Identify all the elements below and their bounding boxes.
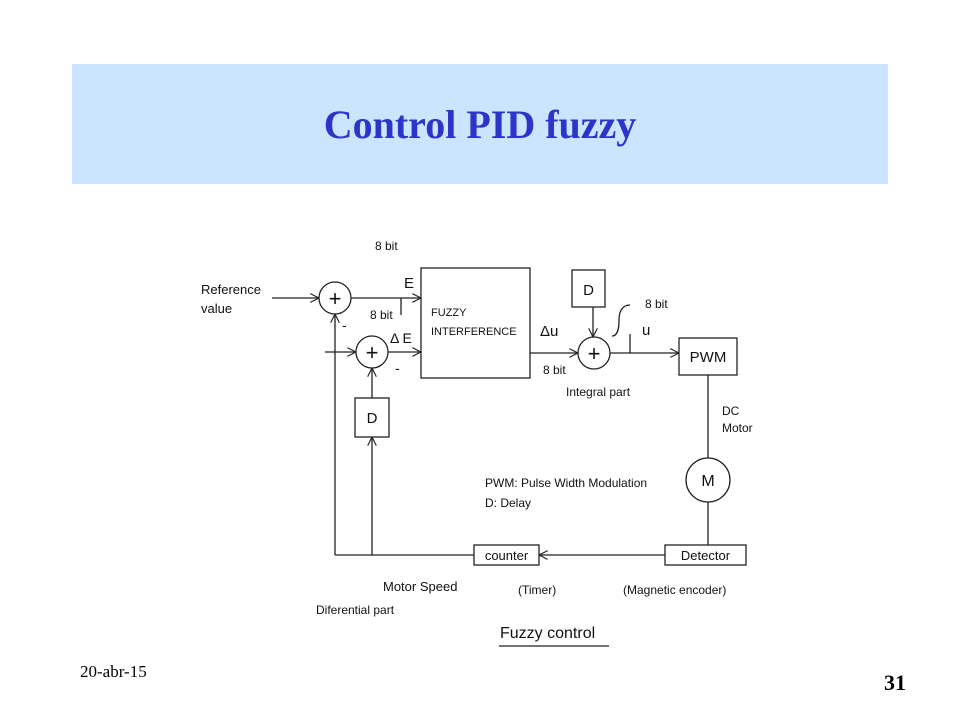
motor-block — [685, 457, 731, 503]
dc-motor-label-line1: DC — [722, 404, 740, 418]
bit-label-u: 8 bit — [645, 297, 668, 311]
sum-junction-1-symbol: + — [329, 286, 342, 311]
delay-block-differential — [354, 397, 390, 438]
slide-date: 20-abr-15 — [80, 662, 147, 681]
error-label: E — [404, 275, 414, 292]
delay-block-differential-label: D — [367, 410, 378, 427]
minus-sign-feedback: - — [342, 317, 347, 333]
detector-block-label: Detector — [681, 548, 731, 563]
detector-block — [664, 544, 747, 566]
sum-junction-3 — [577, 336, 611, 370]
bit-label-mid: 8 bit — [370, 308, 393, 322]
delay-block-integral-label: D — [583, 282, 594, 299]
delta-u-label: Δu — [540, 323, 558, 340]
bit-label-top: 8 bit — [375, 239, 398, 253]
bit-label-out: 8 bit — [543, 363, 566, 377]
sum-junction-2 — [355, 335, 389, 369]
fuzzy-interference-block — [420, 267, 531, 379]
differential-part-label: Diferential part — [316, 603, 395, 617]
delta-error-label: Δ E — [390, 330, 412, 346]
motor-block-label: M — [701, 473, 714, 490]
fuzzy-block-line1: FUZZY — [431, 307, 467, 319]
reference-value-label-line1: Reference — [201, 282, 261, 297]
counter-block-label: counter — [485, 548, 529, 563]
minus-sign-delay: - — [395, 360, 400, 376]
pwm-block-label: PWM — [690, 349, 727, 366]
slide-title: Control PID fuzzy — [323, 101, 637, 147]
title-band: Control PID fuzzy — [72, 64, 888, 184]
encoder-note: (Magnetic encoder) — [623, 583, 726, 597]
slide-page-number: 31 — [884, 670, 906, 695]
integral-part-label: Integral part — [566, 385, 631, 399]
pwm-block — [678, 337, 738, 376]
timer-note: (Timer) — [518, 583, 556, 597]
sum-junction-2-symbol: + — [366, 340, 379, 365]
dc-motor-label-line2: Motor — [722, 421, 753, 435]
reference-value-label-line2: value — [201, 301, 232, 316]
u-bit-bracket — [611, 304, 631, 337]
counter-block — [473, 544, 540, 566]
fuzzy-block-line2: INTERFERENCE — [431, 326, 517, 338]
diagram-caption: Fuzzy control — [500, 625, 595, 642]
delay-block-integral — [571, 269, 606, 308]
u-label: u — [642, 322, 650, 339]
sum-junction-3-symbol: + — [588, 341, 601, 366]
legend-pwm: PWM: Pulse Width Modulation — [485, 476, 647, 490]
motor-speed-label: Motor Speed — [383, 579, 457, 594]
sum-junction-1 — [318, 281, 352, 315]
legend-delay: D: Delay — [485, 496, 531, 510]
